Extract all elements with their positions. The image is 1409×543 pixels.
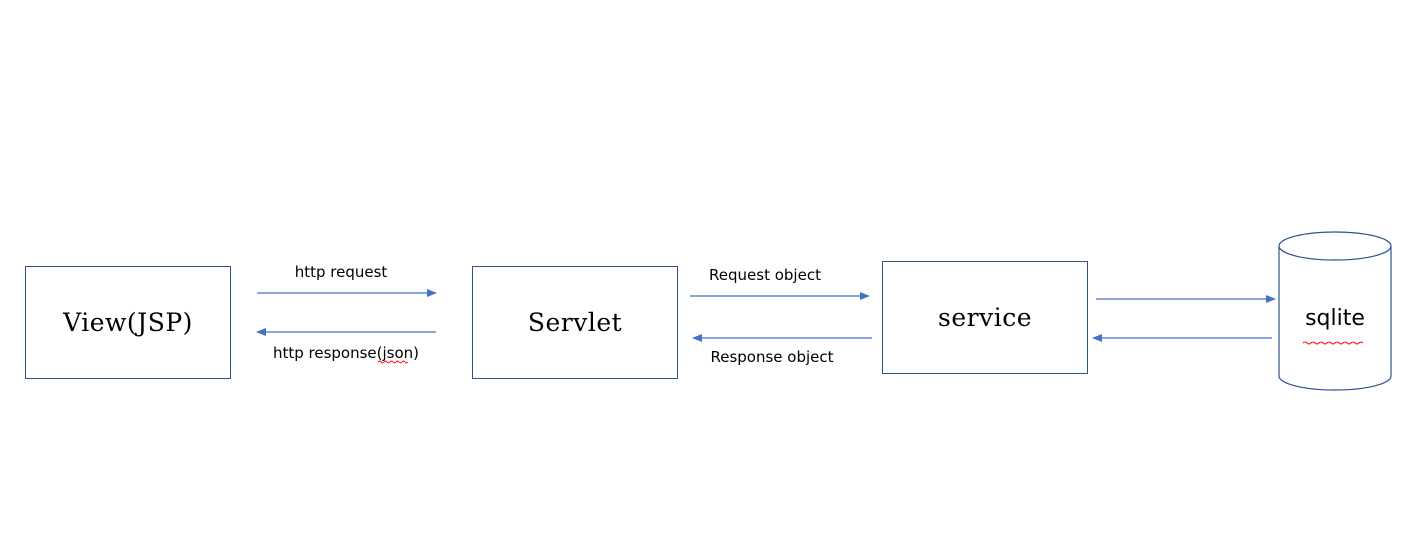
service-label: service — [938, 303, 1032, 332]
request-object-label: Request object — [709, 266, 821, 284]
http-response-label: http response(json) — [272, 344, 420, 362]
servlet-label: Servlet — [527, 308, 623, 337]
response-object-label: Response object — [710, 348, 834, 366]
view-jsp-label: View(JSP) — [63, 308, 193, 337]
spellcheck-underline-sqlite — [1302, 341, 1364, 345]
servlet-box: Servlet — [472, 266, 678, 379]
http-request-label: http request — [294, 263, 388, 281]
view-jsp-box: View(JSP) — [25, 266, 231, 379]
database-cylinder — [1278, 231, 1392, 391]
service-box: service — [882, 261, 1088, 374]
sqlite-label: sqlite — [1305, 306, 1365, 331]
spellcheck-underline-json — [377, 360, 409, 364]
